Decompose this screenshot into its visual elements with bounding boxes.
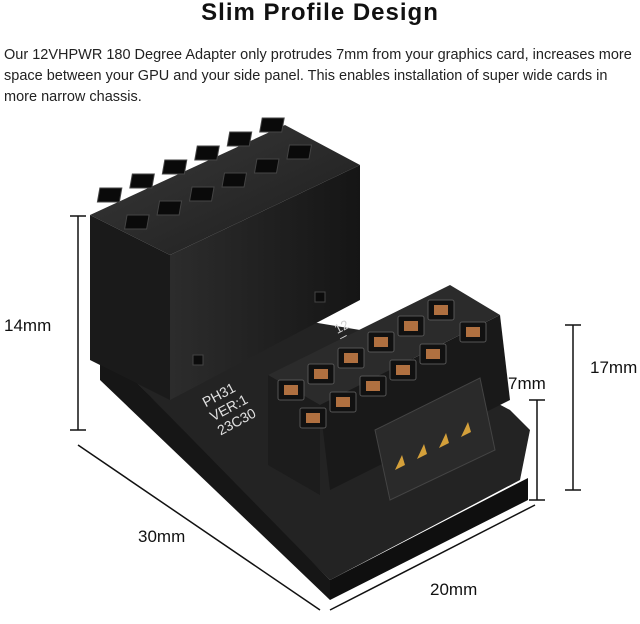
tall-connector-block	[90, 117, 360, 400]
page-title: Slim Profile Design	[201, 0, 439, 26]
tall-block-pin-holes	[96, 117, 313, 230]
protrusion-label: 7mm	[508, 374, 546, 393]
length-front-label: 30mm	[138, 527, 186, 546]
short-connector	[268, 285, 510, 501]
short-connector-pins	[277, 299, 487, 429]
height-right-label: 17mm	[590, 358, 638, 377]
width-right-label: 20mm	[430, 580, 478, 599]
height-left-label: 14mm	[4, 316, 52, 335]
top-print-line-1: 12	[332, 317, 352, 337]
dimension-lines	[70, 215, 581, 611]
sense-pins	[395, 422, 471, 470]
product-description: Our 12VHPWR 180 Degree Adapter only prot…	[4, 47, 632, 105]
